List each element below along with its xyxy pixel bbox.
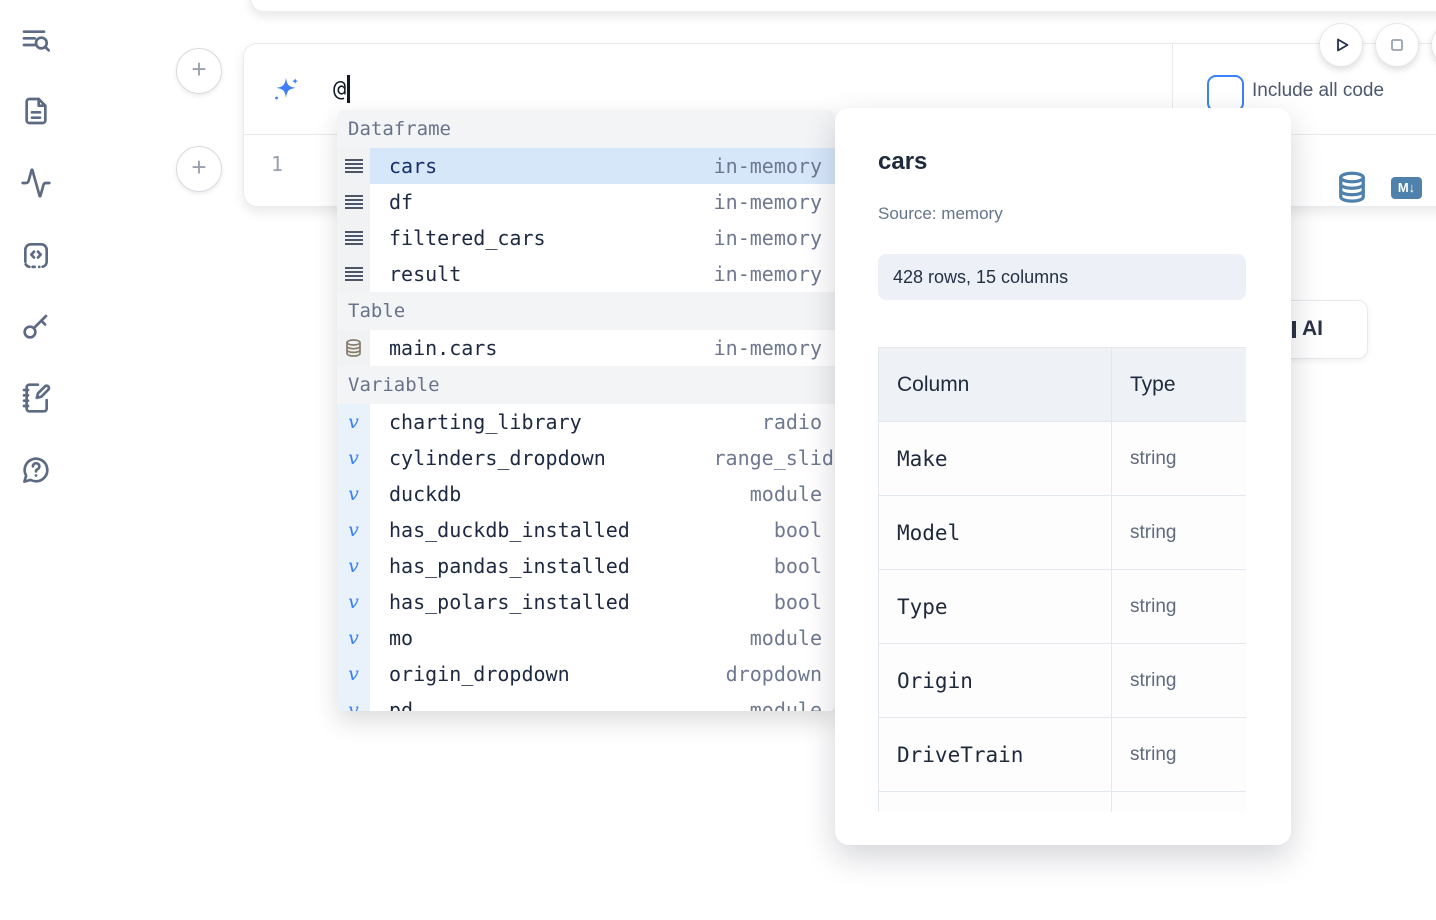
rows-icon (337, 148, 370, 184)
clipped-letter (1292, 321, 1296, 338)
text-caret (347, 75, 351, 103)
table-row: Make string (878, 421, 1246, 496)
database-icon (1337, 171, 1367, 204)
key-icon[interactable] (20, 310, 52, 342)
prompt-text: @ (333, 76, 347, 102)
variable-icon: v (337, 440, 370, 476)
file-document-icon[interactable] (20, 95, 52, 127)
list-search-icon[interactable] (20, 25, 52, 57)
dataframe-detail-popup: cars Source: memory 428 rows, 15 columns… (835, 108, 1291, 920)
table-row: Type string (878, 569, 1246, 644)
include-all-code-checkbox[interactable] (1207, 75, 1244, 112)
rows-icon (337, 220, 370, 256)
include-all-code-label: Include all code (1252, 80, 1385, 101)
column-header: Column (878, 347, 1112, 422)
variable-icon: v (337, 404, 370, 440)
variable-icon: v (337, 620, 370, 656)
section-header-variable: Variable (337, 366, 835, 404)
rows-icon (337, 256, 370, 292)
markdown-badge-icon[interactable]: M↓ (1391, 177, 1422, 199)
sparkles-icon (271, 75, 301, 105)
section-header-dataframe: Dataframe (337, 110, 835, 148)
popup-title: cars (878, 148, 928, 175)
code-block-icon[interactable] (20, 239, 52, 271)
divider (1172, 44, 1173, 134)
section-header-table: Table (337, 292, 835, 330)
schema-table: Column Type Make string Model string Typ… (878, 347, 1246, 920)
notebook-pen-icon[interactable] (20, 382, 52, 414)
ai-prompt-input[interactable]: @ (333, 71, 351, 107)
sidebar (0, 0, 72, 874)
variable-icon: v (337, 656, 370, 692)
add-cell-below-button[interactable]: + (176, 146, 222, 192)
line-number: 1 (271, 152, 284, 176)
table-header-row: Column Type (878, 347, 1246, 422)
help-chat-icon[interactable] (20, 454, 52, 486)
table-row-partial (878, 791, 1246, 812)
stop-button[interactable] (1375, 23, 1419, 67)
variable-icon: v (337, 548, 370, 584)
run-cell-button[interactable] (1319, 23, 1363, 67)
variable-icon: v (337, 476, 370, 512)
popup-summary-badge: 428 rows, 15 columns (878, 254, 1246, 300)
table-row: Origin string (878, 643, 1246, 718)
database-icon (337, 330, 370, 366)
table-row: Model string (878, 495, 1246, 570)
variable-icon: v (337, 584, 370, 620)
variable-icon: v (337, 512, 370, 548)
rows-icon (337, 184, 370, 220)
previous-cell-stub (250, 0, 1436, 12)
popup-source: Source: memory (878, 204, 1003, 223)
activity-icon[interactable] (20, 167, 52, 199)
variable-icon: v (337, 692, 370, 711)
table-fade (878, 890, 1246, 920)
table-row: DriveTrain string (878, 717, 1246, 792)
add-cell-above-button[interactable]: + (176, 48, 222, 94)
type-header: Type (1111, 347, 1246, 422)
